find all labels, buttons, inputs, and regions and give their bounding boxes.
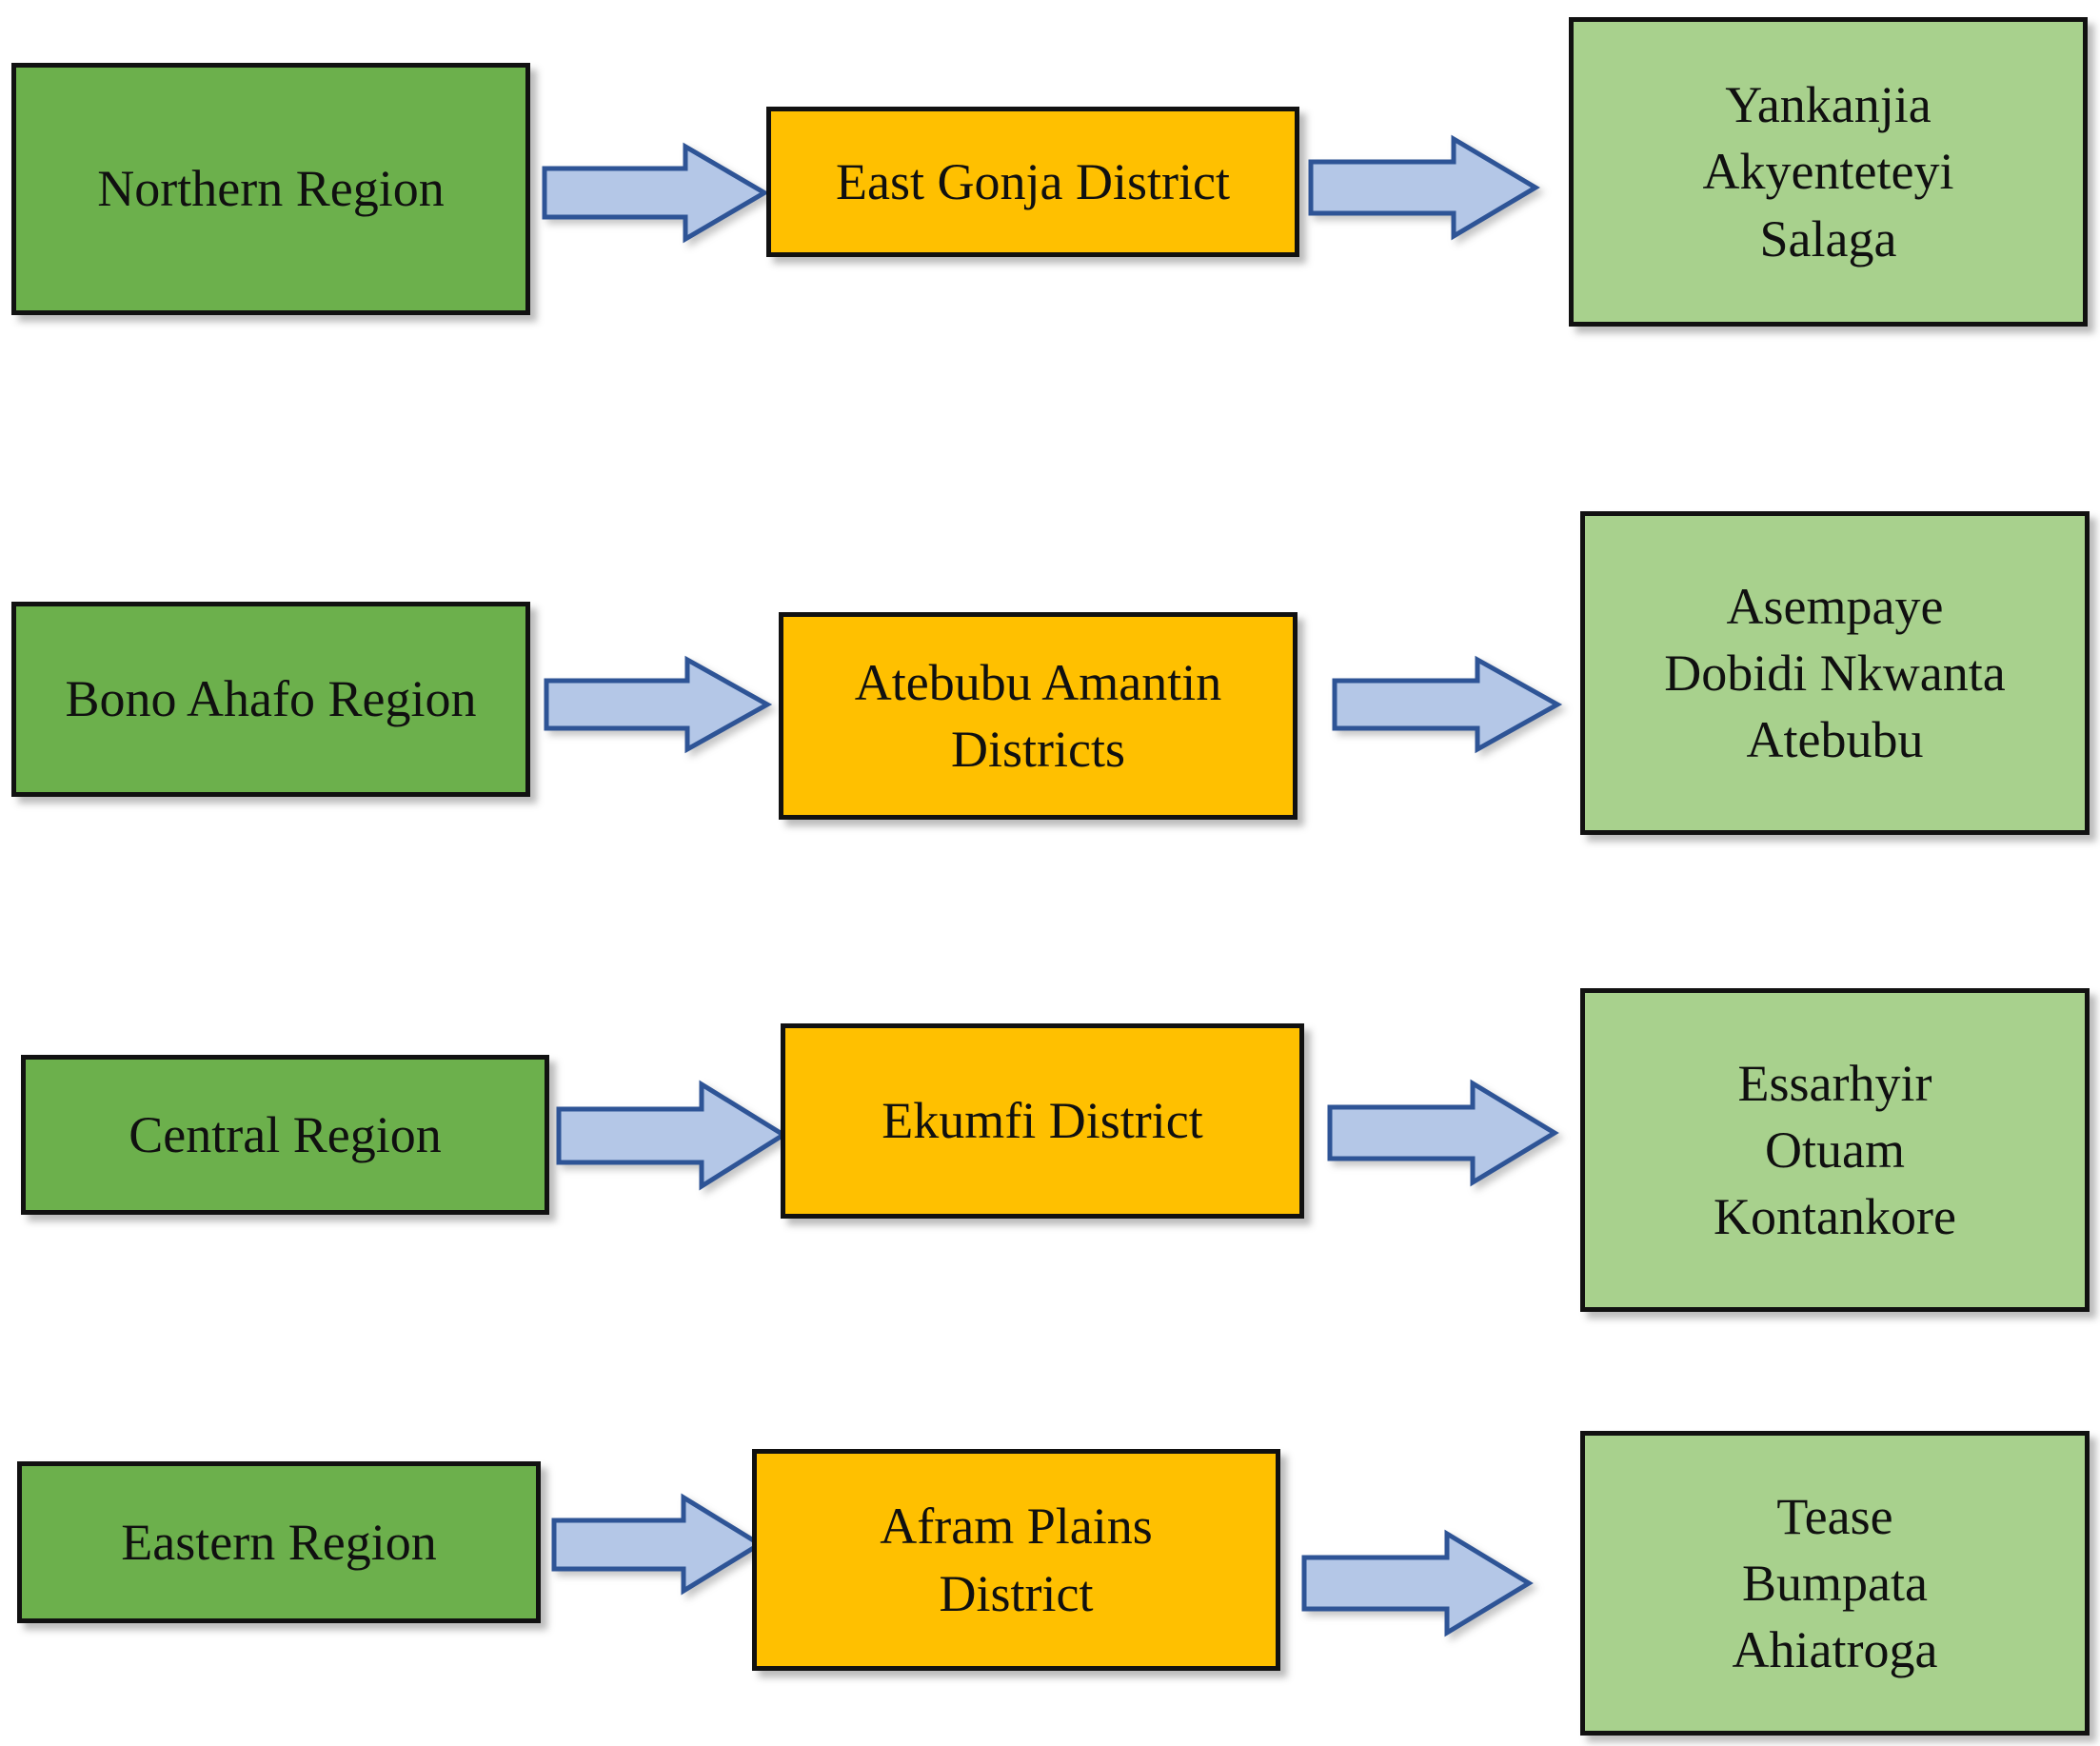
region-label-row-2: Bono Ahafo Region bbox=[65, 670, 477, 728]
towns-label-row-1: Yankanjia Akyenteteyi Salaga bbox=[1702, 76, 1954, 268]
region-label-row-1: Northern Region bbox=[97, 160, 445, 218]
towns-label-row-3: Essarhyir Otuam Kontankore bbox=[1714, 1054, 1956, 1246]
towns-label-row-2: Asempaye Dobidi Nkwanta Atebubu bbox=[1664, 577, 2006, 769]
region-label-row-3: Central Region bbox=[129, 1105, 442, 1163]
arrow-right-icon-row-1-b bbox=[1308, 134, 1540, 241]
arrow-right-icon-row-3-a bbox=[556, 1080, 788, 1191]
region-node-row-4[interactable]: Eastern Region bbox=[17, 1461, 541, 1623]
region-node-row-3[interactable]: Central Region bbox=[21, 1055, 549, 1215]
arrow-right-icon-row-2-a bbox=[544, 655, 773, 754]
district-label-row-2: Atebubu Amantin Districts bbox=[854, 653, 1222, 778]
district-node-row-1[interactable]: East Gonja District bbox=[766, 107, 1299, 257]
region-node-row-2[interactable]: Bono Ahafo Region bbox=[11, 602, 530, 797]
district-node-row-3[interactable]: Ekumfi District bbox=[781, 1023, 1304, 1219]
towns-node-row-3[interactable]: Essarhyir Otuam Kontankore bbox=[1580, 988, 2090, 1312]
district-node-row-2[interactable]: Atebubu Amantin Districts bbox=[779, 612, 1298, 820]
arrow-right-icon-row-4-a bbox=[551, 1493, 764, 1596]
region-label-row-4: Eastern Region bbox=[121, 1513, 437, 1571]
towns-node-row-1[interactable]: Yankanjia Akyenteteyi Salaga bbox=[1569, 17, 2088, 327]
district-node-row-4[interactable]: Afram Plains District bbox=[752, 1449, 1280, 1671]
arrow-right-icon-row-1-a bbox=[542, 142, 769, 244]
towns-label-row-4: Tease Bumpata Ahiatroga bbox=[1732, 1487, 1938, 1679]
towns-node-row-4[interactable]: Tease Bumpata Ahiatroga bbox=[1580, 1431, 2090, 1736]
arrow-right-icon-row-2-b bbox=[1332, 655, 1563, 754]
district-label-row-3: Ekumfi District bbox=[882, 1092, 1203, 1150]
towns-node-row-2[interactable]: Asempaye Dobidi Nkwanta Atebubu bbox=[1580, 511, 2090, 835]
district-label-row-1: East Gonja District bbox=[836, 152, 1230, 210]
region-node-row-1[interactable]: Northern Region bbox=[11, 63, 530, 315]
arrow-right-icon-row-4-b bbox=[1301, 1529, 1534, 1637]
arrow-right-icon-row-3-b bbox=[1327, 1079, 1559, 1187]
district-label-row-4: Afram Plains District bbox=[880, 1498, 1153, 1622]
